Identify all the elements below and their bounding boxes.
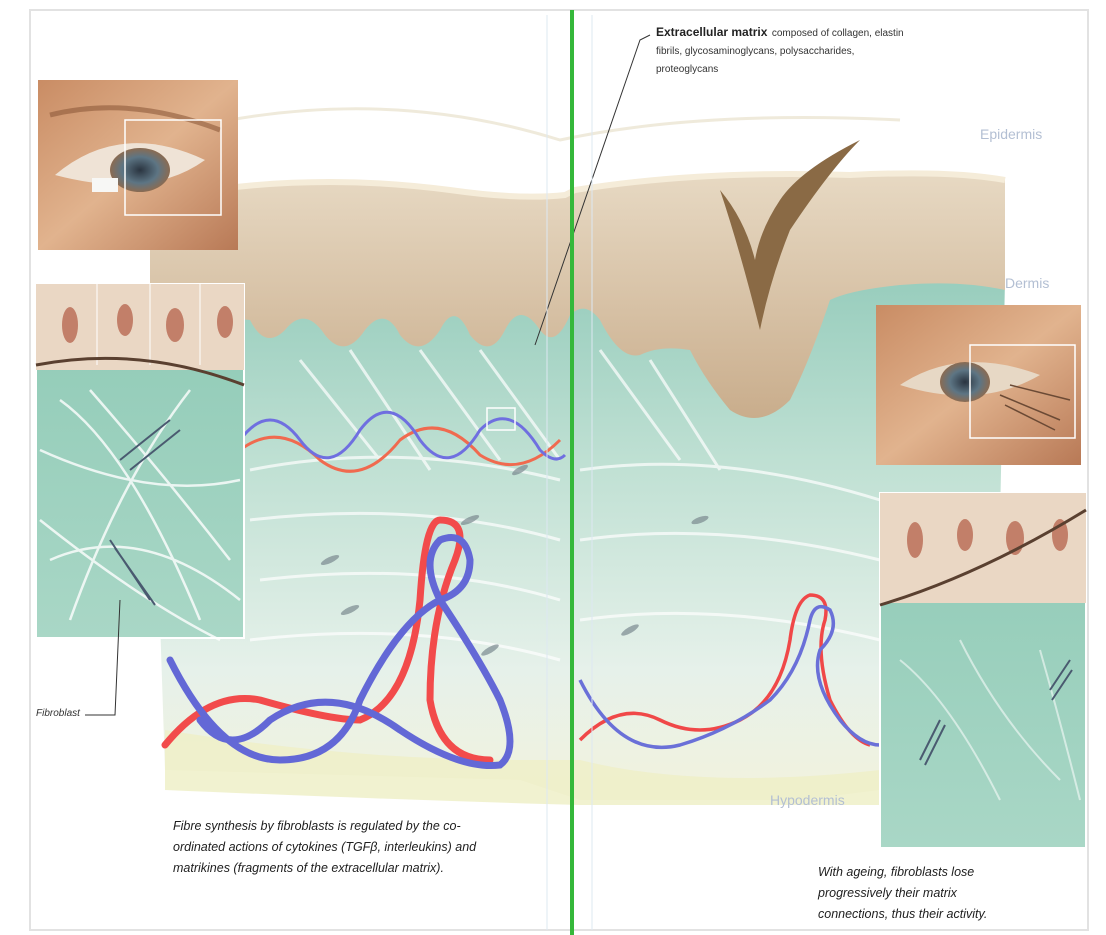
caption-left-line-3: matrikines (fragments of the extracellul… (173, 858, 553, 879)
fibroblast-label: Fibroblast (36, 708, 80, 719)
inset-fibroblast-network-young (36, 284, 244, 640)
dermis-label: Dermis (1005, 275, 1049, 291)
caption-right-line-1: With ageing, fibroblasts lose (818, 862, 1058, 883)
caption-left-line-1: Fibre synthesis by fibroblasts is regula… (173, 816, 553, 837)
caption-right-line-2: progressively their matrix (818, 883, 1058, 904)
caption-left: Fibre synthesis by fibroblasts is regula… (173, 816, 553, 879)
hypodermis-label: Hypodermis (770, 792, 845, 808)
epidermis-label: Epidermis (980, 126, 1042, 142)
inset-fibroblast-network-aged (880, 493, 1086, 848)
eye-photo-young (38, 80, 238, 250)
eye-photo-aged (876, 305, 1081, 465)
caption-right-line-3: connections, thus their activity. (818, 904, 1058, 925)
ecm-annotation: Extracellular matrix composed of collage… (656, 24, 906, 78)
caption-left-line-2: ordinated actions of cytokines (TGFβ, in… (173, 837, 553, 858)
caption-right: With ageing, fibroblasts lose progressiv… (818, 862, 1058, 925)
ecm-title: Extracellular matrix (656, 25, 767, 39)
